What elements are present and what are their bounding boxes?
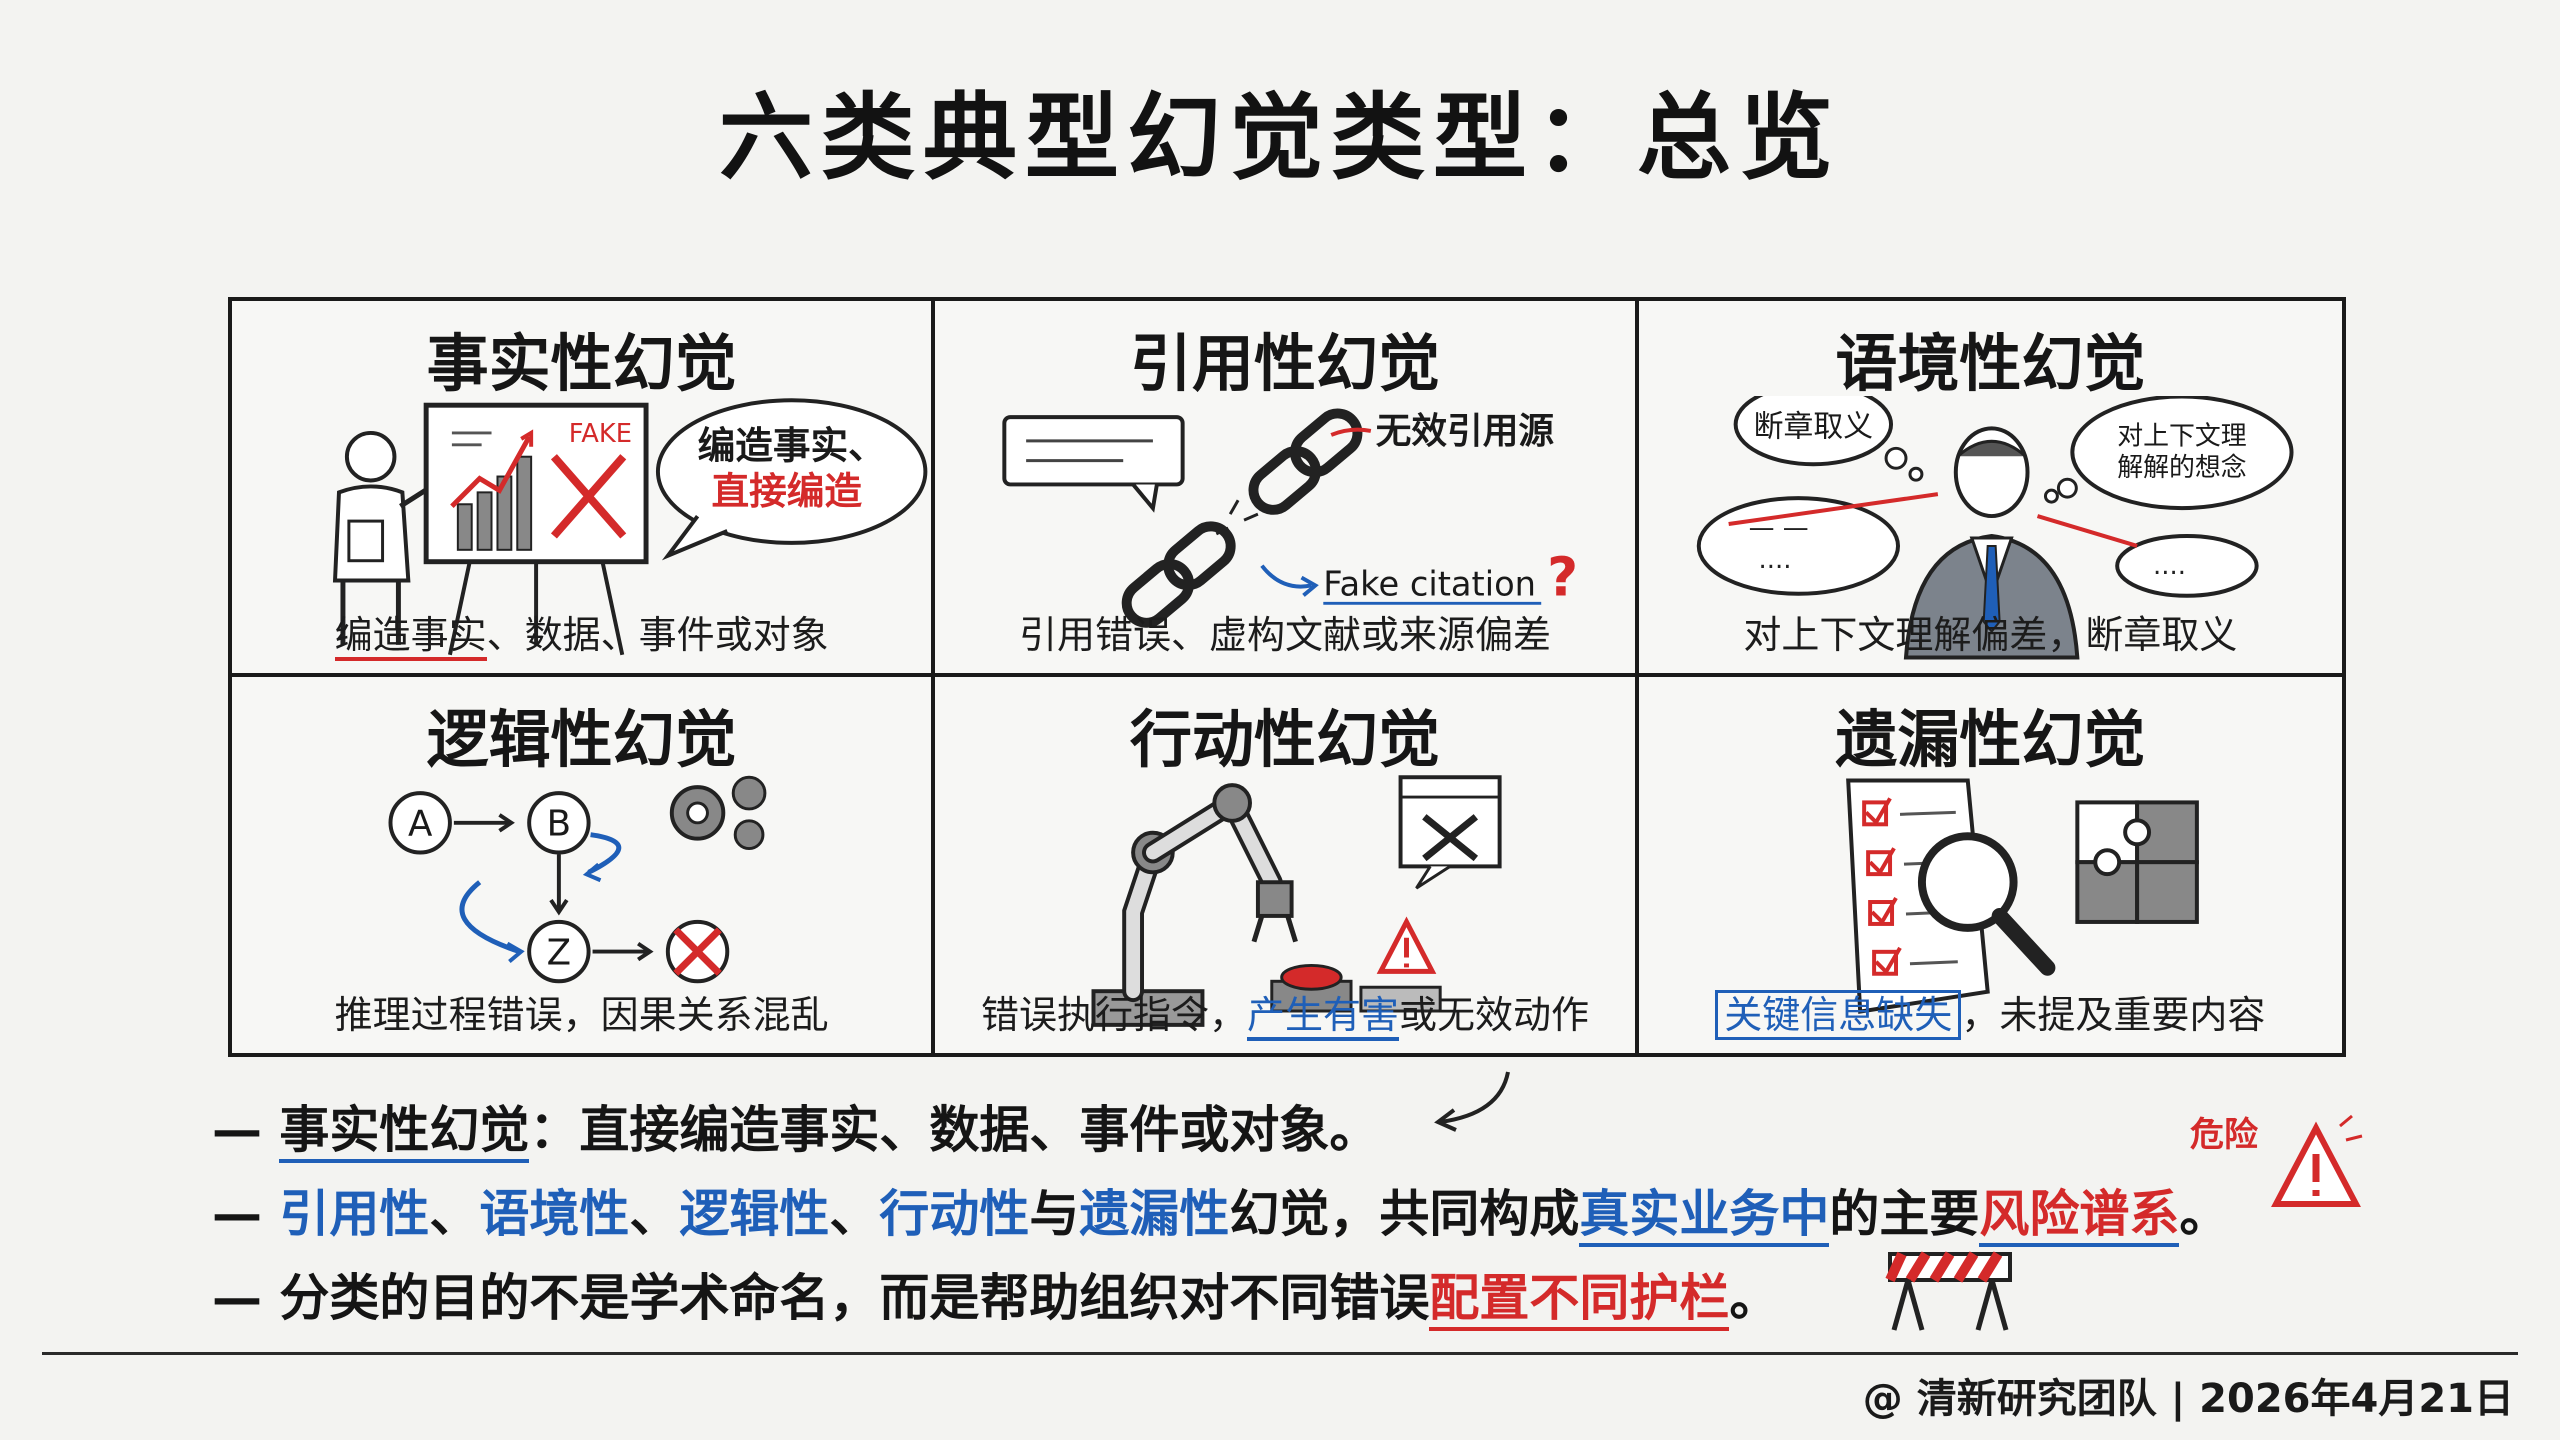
cell-title: 遗漏性幻觉 bbox=[1835, 703, 2146, 776]
cell-description: 引用错误、虚构文献或来源偏差 bbox=[1018, 613, 1551, 657]
cell-factual: 事实性幻觉 FAKE bbox=[232, 301, 936, 677]
robot-arm-illustration bbox=[935, 772, 1634, 1042]
cell-title: 引用性幻觉 bbox=[1129, 327, 1440, 400]
cell-logic: 逻辑性幻觉 A B Z bbox=[232, 677, 936, 1053]
svg-text:Fake citation: Fake citation bbox=[1324, 564, 1537, 603]
cell-action: 行动性幻觉 错误执行 bbox=[935, 677, 1639, 1053]
curved-arrow-icon bbox=[1434, 1071, 1510, 1132]
cell-title: 逻辑性幻觉 bbox=[426, 703, 737, 776]
cell-description: 编造事实、数据、事件或对象 bbox=[232, 604, 931, 661]
svg-text:A: A bbox=[408, 804, 433, 845]
cell-title: 语境性幻觉 bbox=[1835, 327, 2146, 400]
svg-text:无效引用源: 无效引用源 bbox=[1376, 411, 1555, 452]
svg-text:直接编造: 直接编造 bbox=[711, 469, 862, 513]
cell-title: 事实性幻觉 bbox=[426, 327, 737, 400]
page-title: 六类典型幻觉类型：总览 bbox=[718, 84, 1841, 193]
presenter-fake-chart-icon: FAKE 编造事实、 直接编造 bbox=[332, 398, 928, 656]
cell-context: 语境性幻觉 断章取义 — — .... 对 bbox=[1638, 301, 2342, 677]
footer-divider bbox=[42, 1352, 2518, 1355]
cell-description: 关键信息缺失，未提及重要内容 bbox=[1639, 984, 2342, 1040]
svg-text:Z: Z bbox=[547, 932, 571, 973]
broken-chain-icon: 无效引用源 Fake citation ? bbox=[1002, 408, 1579, 628]
businessman-thought-icon: 断章取义 — — .... 对上下文理 解解的想念 bbox=[1696, 382, 2294, 660]
cell-description: 对上下文理解偏差，断章取义 bbox=[1743, 613, 2238, 657]
broken-chain-illustration: 无效引用源 Fake citation ? bbox=[935, 396, 1634, 666]
summary-line-3: — 分类的目的不是学术命名，而是帮助组织对不同错误配置不同护栏。 bbox=[212, 1258, 1779, 1331]
svg-text:危险: 危险 bbox=[2190, 1115, 2259, 1155]
robot-arm-icon bbox=[1091, 775, 1502, 1027]
checklist-magnifier-icon bbox=[1845, 778, 2199, 1014]
summary-line-2: — 引用性、语境性、逻辑性、行动性与遗漏性幻觉，共同构成真实业务中的主要风险谱系… bbox=[212, 1174, 2229, 1247]
cell-description: 推理过程错误，因果关系混乱 bbox=[334, 993, 829, 1037]
cell-title: 行动性幻觉 bbox=[1129, 703, 1440, 776]
svg-text:B: B bbox=[547, 804, 571, 845]
svg-text:....: .... bbox=[1758, 545, 1791, 575]
logic-flow-illustration: A B Z bbox=[232, 772, 931, 1042]
danger-warning-icon: 危险 bbox=[2190, 1114, 2363, 1207]
barrier-icon bbox=[1885, 1251, 2012, 1331]
svg-text:编造事实、: 编造事实、 bbox=[698, 424, 886, 468]
svg-text:解解的想念: 解解的想念 bbox=[2117, 453, 2246, 483]
summary-line-1: — 事实性幻觉：直接编造事实、数据、事件或对象。 bbox=[212, 1090, 1379, 1163]
footer-credit: @ 清新研究团队 | 2026年4月21日 bbox=[1862, 1376, 2514, 1422]
svg-text:....: .... bbox=[2153, 551, 2186, 581]
cell-description: 错误执行指令，产生有害或无效动作 bbox=[935, 984, 1634, 1041]
svg-text:FAKE: FAKE bbox=[569, 419, 632, 449]
svg-text:对上下文理: 对上下文理 bbox=[2117, 421, 2247, 451]
hallucination-grid: 事实性幻觉 FAKE bbox=[228, 297, 2346, 1057]
svg-text:?: ? bbox=[1547, 545, 1578, 608]
svg-text:断章取义: 断章取义 bbox=[1753, 409, 1873, 444]
businessman-illustration: 断章取义 — — .... 对上下文理 解解的想念 bbox=[1639, 382, 2342, 666]
presenter-illustration: FAKE 编造事实、 直接编造 bbox=[232, 396, 931, 666]
cell-citation: 引用性幻觉 无效引用源 Fake citation bbox=[935, 301, 1639, 677]
checklist-magnifier-illustration bbox=[1639, 772, 2342, 1042]
cell-omission: 遗漏性幻觉 bbox=[1639, 677, 2342, 1053]
logic-flow-icon: A B Z bbox=[388, 775, 767, 984]
